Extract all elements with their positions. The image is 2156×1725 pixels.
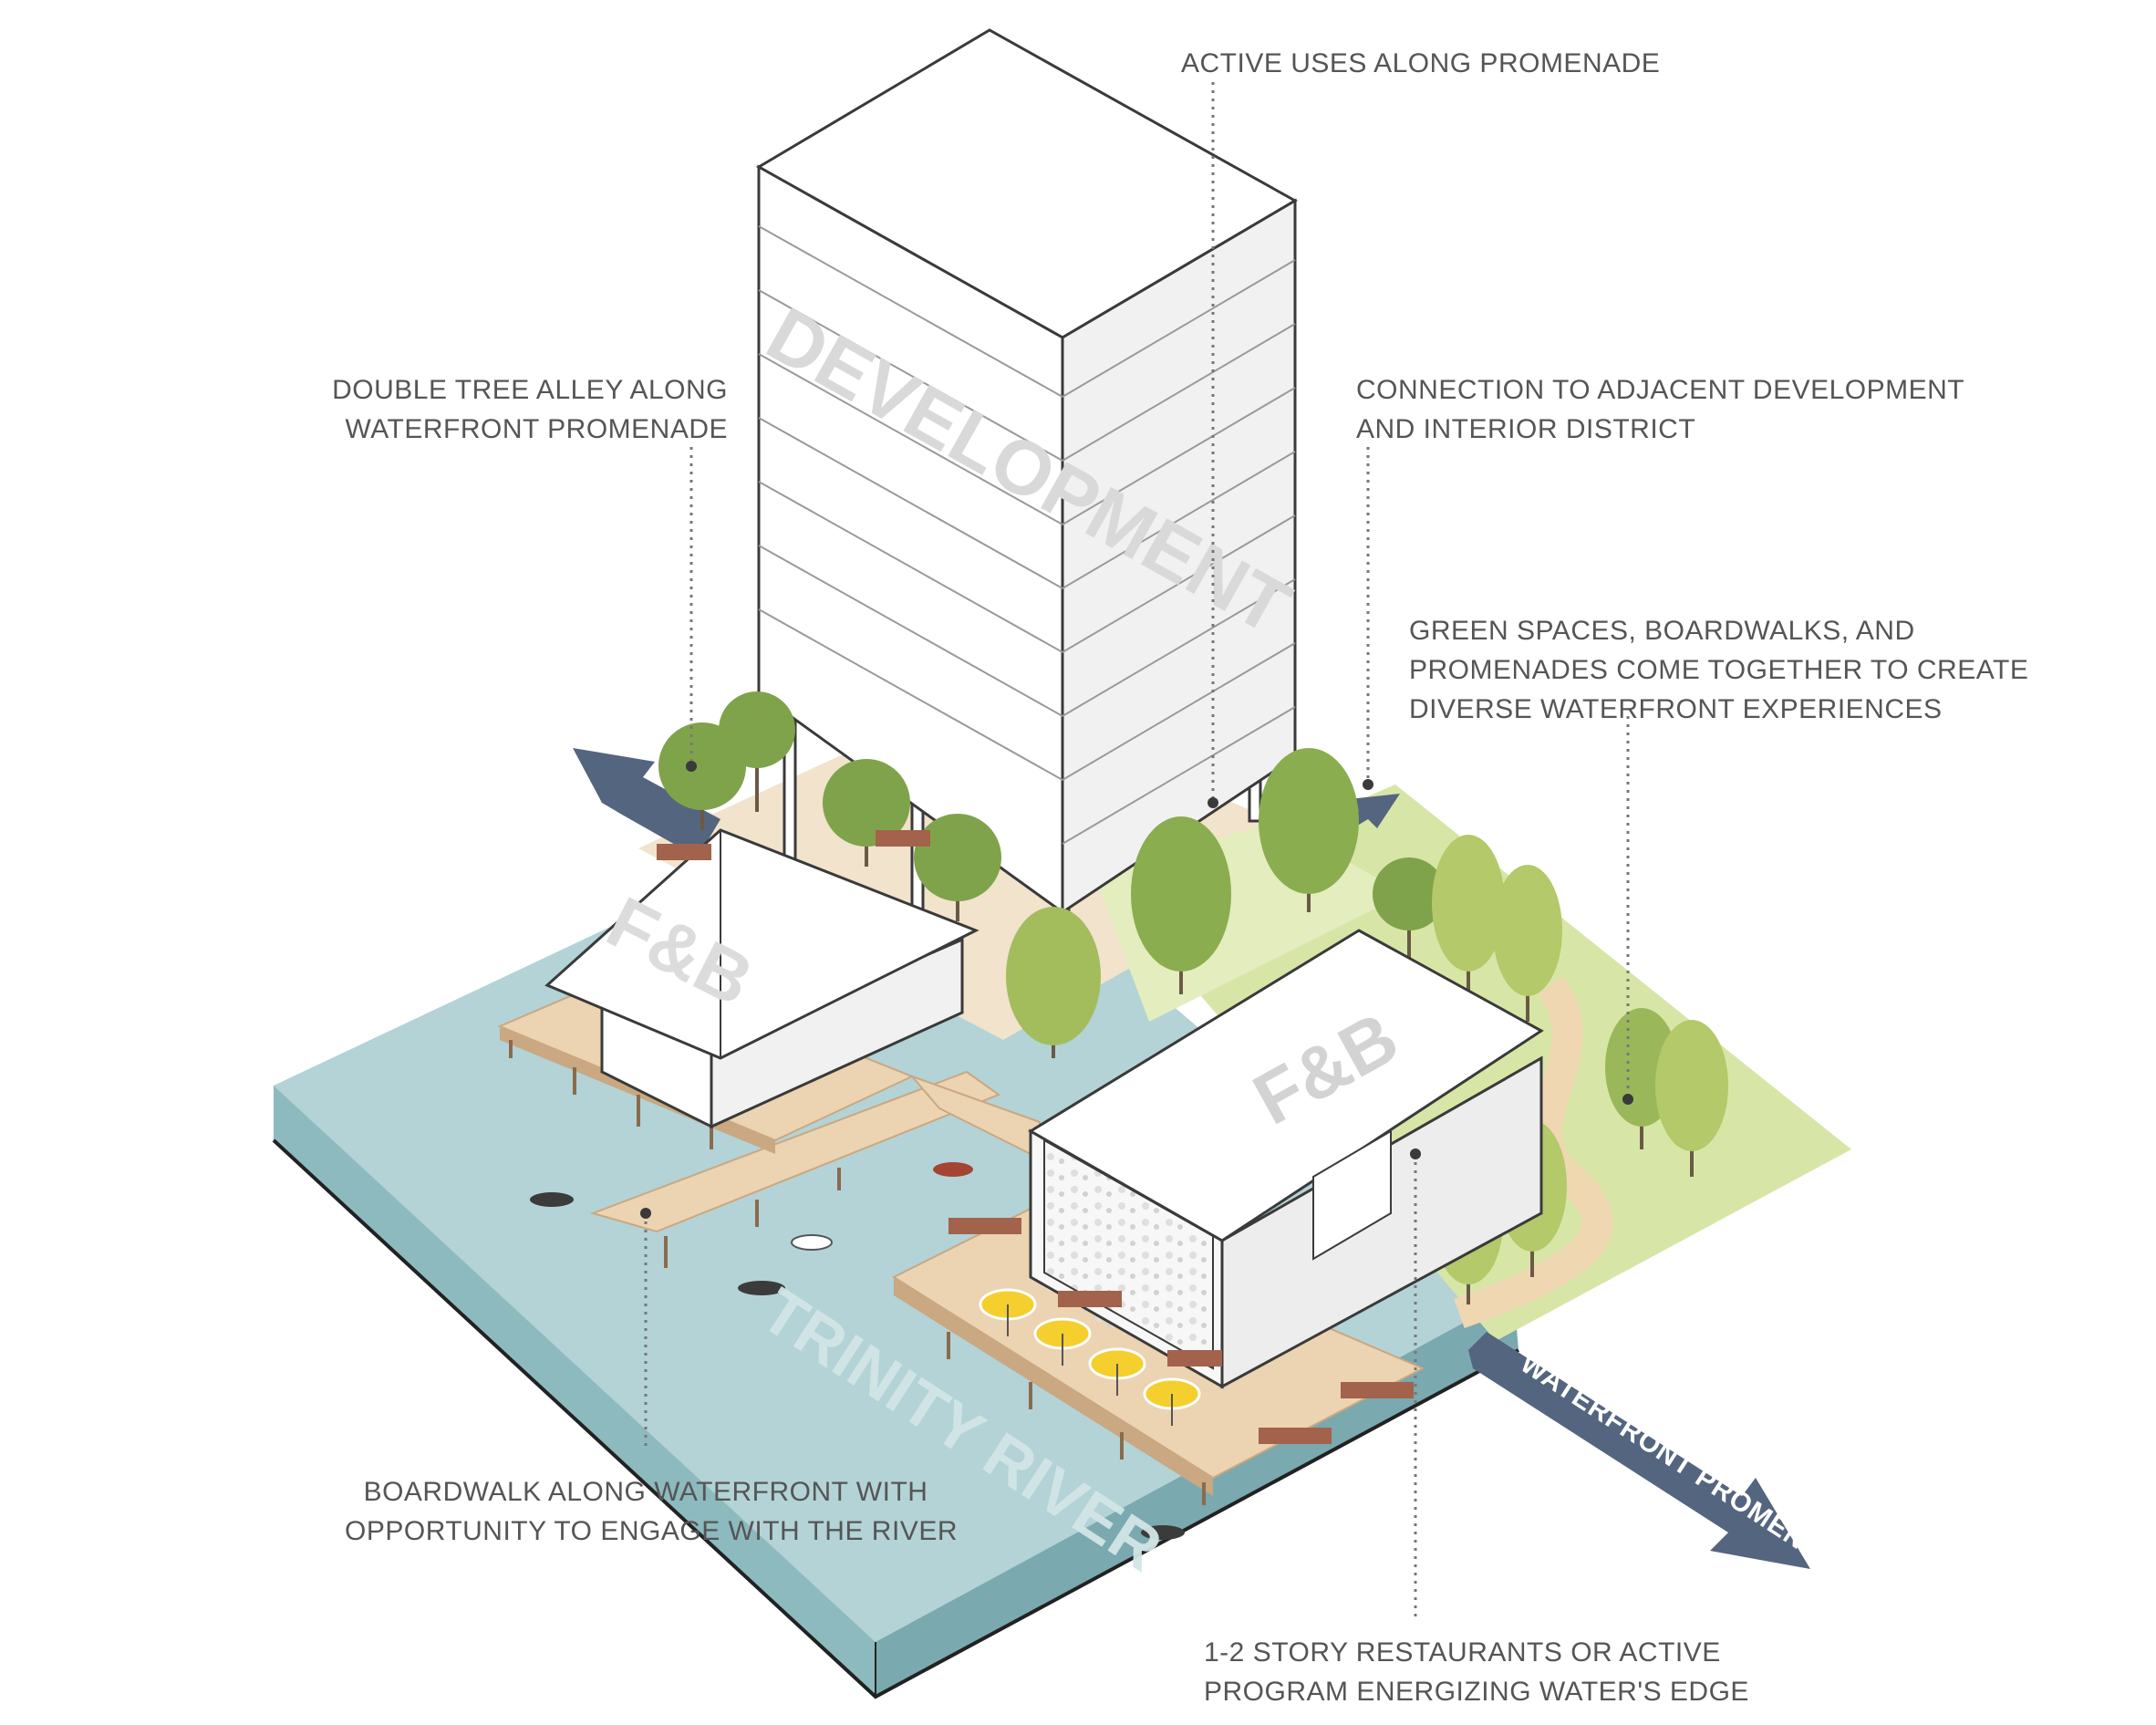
callout-line: AND INTERIOR DISTRICT [1356, 414, 1696, 444]
tree [1655, 1020, 1728, 1177]
tree [1373, 857, 1446, 958]
fb-right-side-window [1312, 1129, 1392, 1261]
boardwalk-diagonal [589, 1070, 1001, 1233]
tree [1006, 907, 1101, 1058]
fb-pavilion-left: F&B [544, 828, 980, 1129]
callout-line: GREEN SPACES, BOARDWALKS, AND [1409, 616, 1915, 646]
callout-active-uses: ACTIVE USES ALONG PROMENADE [1181, 44, 1660, 83]
tree [1493, 865, 1562, 1022]
lawn-path [1454, 975, 1613, 1329]
callout-line: ACTIVE USES ALONG PROMENADE [1181, 48, 1661, 78]
leader-dots [640, 761, 1633, 1219]
callout-line: DOUBLE TREE ALLEY ALONG [332, 375, 728, 405]
tree [1432, 835, 1505, 994]
pavilion-left-roof [544, 828, 980, 1060]
planters [657, 830, 1414, 1444]
callout-connection: CONNECTION TO ADJACENT DEVELOPMENT AND I… [1356, 370, 1964, 449]
fb-building-right: F&B [1028, 929, 1544, 1389]
deck-right-edge [894, 1277, 1213, 1496]
callout-boardwalk: BOARDWALK ALONG WATERFRONT WITH OPPORTUN… [345, 1472, 958, 1551]
development-tower: DEVELOPMENT [753, 28, 1304, 969]
callout-line: PROMENADES COME TOGETHER TO CREATE [1409, 655, 2029, 685]
tree [823, 759, 910, 867]
callout-line: OPPORTUNITY TO ENGAGE WITH THE RIVER [345, 1516, 958, 1546]
tower-floor-lines [758, 225, 1296, 845]
water-front-face [274, 1086, 876, 1697]
tree [1259, 748, 1359, 912]
leader-lines [644, 82, 1630, 1619]
tree [719, 691, 795, 812]
tree [914, 814, 1001, 921]
arrow-promenade [1468, 1332, 1810, 1569]
callout-double-tree: DOUBLE TREE ALLEY ALONG WATERFRONT PROME… [332, 370, 728, 449]
callout-line: BOARDWALK ALONG WATERFRONT WITH [363, 1477, 928, 1507]
callout-restaurants: 1-2 STORY RESTAURANTS OR ACTIVE PROGRAM … [1204, 1633, 1749, 1711]
callout-line: PROGRAM ENERGIZING WATER'S EDGE [1204, 1677, 1749, 1707]
callout-green-spaces: GREEN SPACES, BOARDWALKS, AND PROMENADES… [1409, 611, 2029, 729]
tree [1131, 816, 1231, 994]
deck-piles [509, 1040, 1206, 1505]
callout-line: 1-2 STORY RESTAURANTS OR ACTIVE [1204, 1637, 1721, 1668]
fb-right-window [1043, 1138, 1214, 1370]
promenade-arrow-label: WATERFRONT PROMENADE [1515, 1348, 1862, 1588]
umbrellas [979, 1288, 1201, 1426]
callout-line: WATERFRONT PROMENADE [345, 414, 728, 444]
callout-line: CONNECTION TO ADJACENT DEVELOPMENT [1356, 375, 1965, 405]
callout-line: DIVERSE WATERFRONT EXPERIENCES [1409, 694, 1943, 724]
arrow-left [573, 748, 720, 857]
kayaks [530, 1162, 1185, 1540]
fb-right-side [1220, 1055, 1543, 1389]
